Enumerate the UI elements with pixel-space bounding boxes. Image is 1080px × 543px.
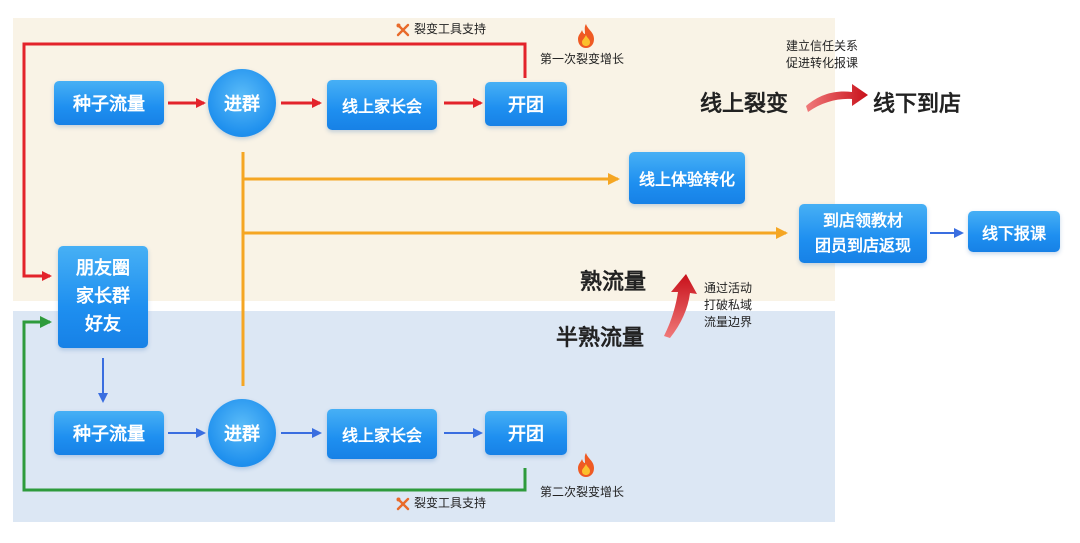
join-group-node-bottom: 进群 <box>208 399 276 467</box>
parent-meeting-node-top: 线上家长会 <box>327 80 437 130</box>
break-note-line-2: 打破私域 <box>704 297 753 312</box>
trust-note-line-2: 促进转化报课 <box>786 55 859 70</box>
store-visit-node: 到店领教材 团员到店返现 <box>799 204 927 263</box>
trust-note-line-1: 建立信任关系 <box>786 39 859 53</box>
first-fission-loop-line <box>22 42 527 281</box>
fire-icon <box>578 453 594 477</box>
store-visit-line-2: 团员到店返现 <box>814 235 911 255</box>
seed-traffic-node-bottom: 种子流量 <box>54 411 164 455</box>
offline-signup-node: 线下报课 <box>968 211 1060 252</box>
store-visit-line-1: 到店领教材 <box>822 210 903 230</box>
second-fission-loop-line <box>22 316 527 492</box>
tool-support-label-top: 裂变工具支持 <box>414 22 487 36</box>
join-group-node-top: 进群 <box>208 69 276 137</box>
break-note-line-1: 通过活动 <box>704 281 753 295</box>
online-fission-heading: 线上裂变 <box>700 92 789 117</box>
curved-arrow-icon <box>806 84 868 112</box>
social-channel-parent-group: 家长群 <box>76 286 130 308</box>
fire-icon <box>578 24 594 48</box>
first-growth-label: 第一次裂变增长 <box>540 52 625 66</box>
parent-meeting-node-bottom: 线上家长会 <box>327 409 437 459</box>
warm-traffic-label: 熟流量 <box>580 270 647 295</box>
social-channel-moments: 朋友圈 <box>76 258 130 280</box>
break-boundary-note: 通过活动 打破私域 流量边界 <box>704 280 752 330</box>
wrench-cross-icon <box>396 23 410 37</box>
open-group-node-top: 开团 <box>485 82 567 126</box>
semi-warm-traffic-label: 半熟流量 <box>556 326 645 351</box>
second-growth-label: 第二次裂变增长 <box>540 485 625 499</box>
online-trial-conversion-node: 线上体验转化 <box>629 152 745 204</box>
open-group-node-bottom: 开团 <box>485 411 567 455</box>
tool-support-label-bottom: 裂变工具支持 <box>414 496 487 510</box>
social-channel-friends: 好友 <box>85 313 121 335</box>
trust-note: 建立信任关系 促进转化报课 <box>786 38 858 72</box>
seed-traffic-node-top: 种子流量 <box>54 81 164 125</box>
break-note-line-3: 流量边界 <box>704 314 753 329</box>
social-channels-node: 朋友圈 家长群 好友 <box>58 246 148 348</box>
wrench-cross-icon <box>396 497 410 511</box>
offline-store-heading: 线下到店 <box>873 92 962 117</box>
up-arrow-icon <box>664 274 697 338</box>
